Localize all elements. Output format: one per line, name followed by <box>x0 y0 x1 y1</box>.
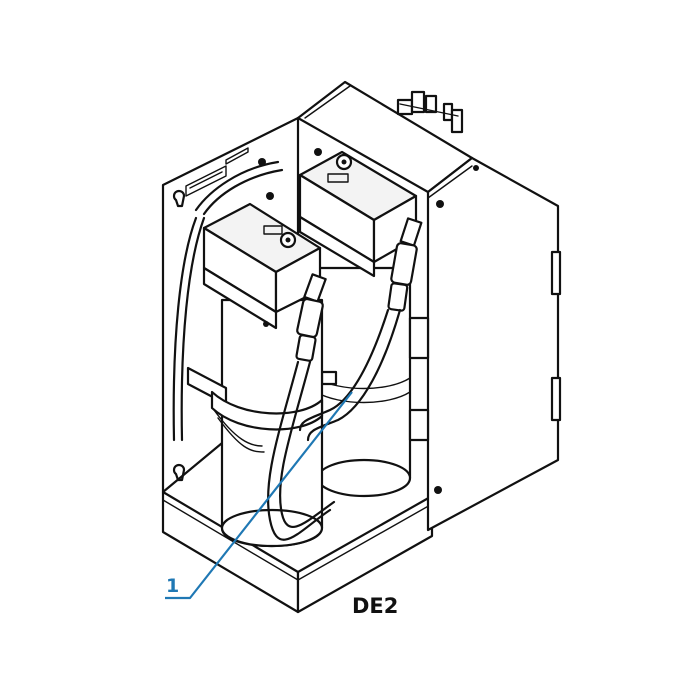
callout-1: 1 <box>165 391 353 600</box>
cabinet-base <box>161 490 434 614</box>
internal-brackets <box>408 316 430 442</box>
callout-number: 1 <box>166 575 179 597</box>
filter-housing-left <box>186 192 324 548</box>
hose-assembly <box>266 217 423 541</box>
cabinet-door <box>426 156 562 532</box>
top-fittings <box>396 90 464 134</box>
model-label: DE2 <box>352 594 398 618</box>
drain-tube <box>172 160 284 442</box>
